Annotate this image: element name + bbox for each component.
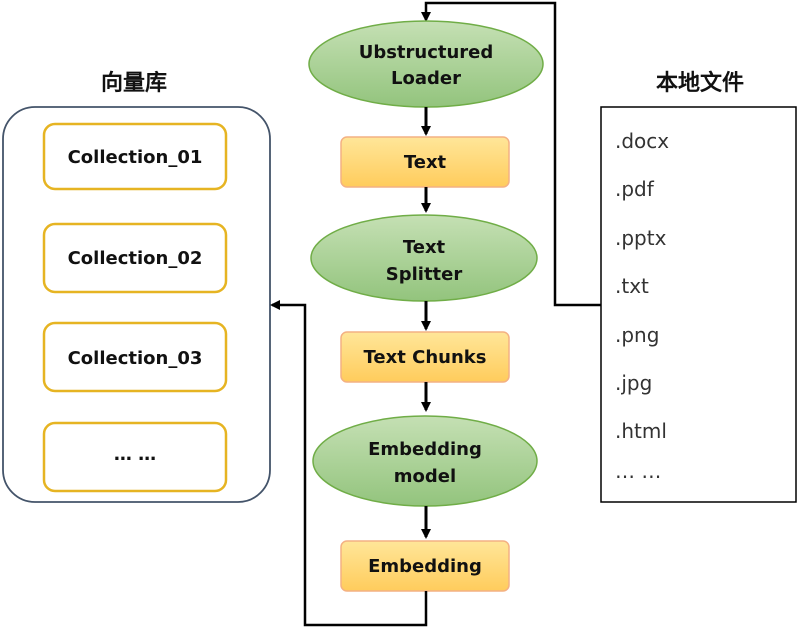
chunks-node[interactable]: Text Chunks bbox=[340, 331, 510, 383]
file-ext-docx: .docx bbox=[615, 129, 669, 153]
file-ext-more: … … bbox=[615, 459, 661, 483]
vector-store-title: 向量库 bbox=[101, 70, 167, 96]
embedding-model-node[interactable]: Embedding model bbox=[312, 415, 538, 507]
collection-item-2[interactable]: Collection_02 bbox=[42, 222, 228, 294]
files-to-loader-arrow bbox=[421, 1, 601, 307]
loader-node[interactable]: Ubstructured Loader bbox=[308, 20, 544, 108]
embedding-node[interactable]: Embedding bbox=[340, 540, 510, 592]
chunks-label: Text Chunks bbox=[364, 347, 487, 368]
local-files-title: 本地文件 bbox=[656, 70, 744, 96]
local-files-panel bbox=[600, 106, 797, 503]
collection-item-3[interactable]: Collection_03 bbox=[42, 321, 228, 393]
embedding-to-vector-store-arrow bbox=[270, 300, 428, 627]
embedding-label: Embedding bbox=[368, 556, 482, 577]
text-label: Text bbox=[404, 152, 447, 173]
collection-label: … … bbox=[114, 444, 156, 465]
embedding-model-label-line1: Embedding bbox=[368, 439, 482, 460]
file-ext-pptx: .pptx bbox=[615, 226, 667, 250]
collection-label: Collection_01 bbox=[68, 147, 203, 168]
file-ext-jpg: .jpg bbox=[615, 371, 652, 395]
collection-label: Collection_02 bbox=[68, 248, 203, 269]
text-node[interactable]: Text bbox=[340, 136, 510, 188]
file-ext-txt: .txt bbox=[615, 274, 649, 298]
collection-item-more[interactable]: … … bbox=[42, 421, 228, 493]
file-ext-pdf: .pdf bbox=[615, 177, 655, 201]
loader-label-line2: Loader bbox=[391, 68, 461, 89]
splitter-label-line1: Text bbox=[403, 237, 446, 258]
embedding-model-label-line2: model bbox=[394, 466, 456, 487]
splitter-label-line2: Splitter bbox=[386, 264, 463, 285]
splitter-node[interactable]: Text Splitter bbox=[310, 214, 538, 302]
collection-label: Collection_03 bbox=[68, 348, 203, 369]
collection-item-1[interactable]: Collection_01 bbox=[42, 122, 228, 191]
loader-label-line1: Ubstructured bbox=[359, 42, 494, 63]
file-ext-png: .png bbox=[615, 323, 659, 347]
file-ext-html: .html bbox=[615, 419, 667, 443]
